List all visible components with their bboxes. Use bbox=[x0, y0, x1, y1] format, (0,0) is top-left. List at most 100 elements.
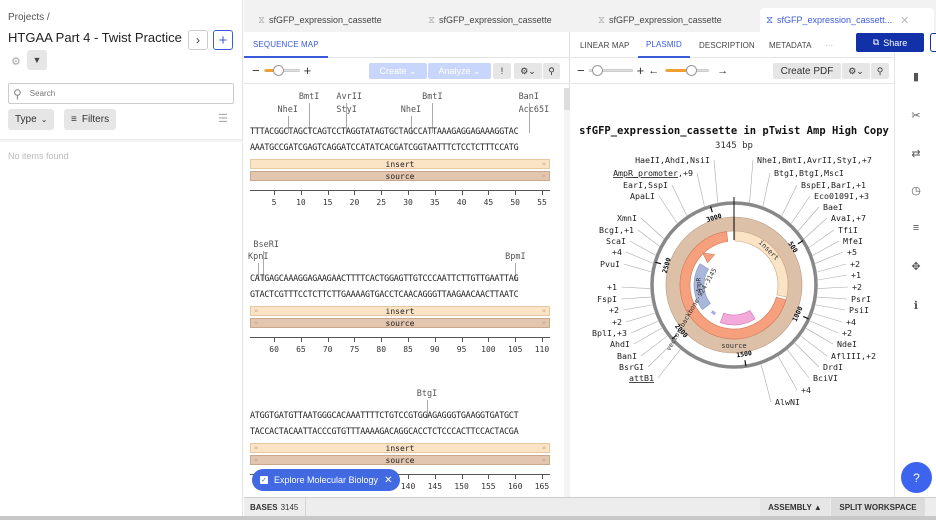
type-filter-dropdown[interactable]: Type ⌄ bbox=[8, 109, 55, 130]
project-menu-dropdown[interactable]: ▼ bbox=[27, 50, 47, 70]
chevron-down-icon: ▼ bbox=[32, 55, 42, 65]
create-pdf-button[interactable]: Create PDF bbox=[773, 63, 841, 79]
ruler-label: 40 bbox=[456, 198, 467, 207]
zoom-in-icon[interactable]: + bbox=[303, 63, 312, 78]
source-feature-bar[interactable]: source»» bbox=[250, 318, 550, 328]
tab-sequence-map[interactable]: SEQUENCE MAP bbox=[244, 32, 328, 58]
enzyme-site-label[interactable]: StyI bbox=[336, 105, 357, 115]
create-dropdown[interactable]: Create ⌄ bbox=[369, 63, 427, 79]
ruler-label: 10 bbox=[296, 198, 306, 207]
feature-label: insert bbox=[385, 306, 415, 316]
copy-button[interactable]: ❐ bbox=[930, 33, 936, 52]
close-icon[interactable]: ✕ bbox=[384, 474, 393, 486]
enzyme-site-label[interactable]: BmtI bbox=[298, 92, 320, 102]
cut-site-line bbox=[263, 251, 265, 281]
source-feature-bar[interactable]: source»» bbox=[250, 455, 550, 465]
zoom-in-icon[interactable]: + bbox=[636, 63, 645, 78]
tab-plasmid[interactable]: PLASMID bbox=[638, 32, 690, 58]
zoom-slider[interactable] bbox=[263, 65, 300, 76]
sequence-bottom-strand[interactable]: GTACTCGTTTCCTCTTCTTGAAAAGTGACCTCAACAGGGT… bbox=[250, 289, 519, 299]
chevron-down-icon: ⌄ bbox=[40, 115, 48, 124]
align-icon[interactable]: ≡ bbox=[912, 222, 920, 234]
feature-label: source bbox=[385, 455, 415, 465]
zoom-out-icon[interactable]: − bbox=[577, 63, 585, 78]
divider bbox=[0, 139, 243, 142]
enzyme-site-label[interactable]: BmtI bbox=[422, 92, 443, 102]
ruler-label: 25 bbox=[376, 198, 387, 207]
ruler-tick bbox=[515, 190, 517, 195]
help-button[interactable]: ? bbox=[901, 462, 932, 493]
ruler-tick bbox=[327, 337, 329, 342]
find-button[interactable]: ⚲ bbox=[543, 63, 560, 79]
continuation-arrow-icon: » bbox=[254, 444, 259, 452]
close-tab-icon[interactable]: ✕ bbox=[900, 14, 910, 27]
sliders-icon[interactable]: ☰ bbox=[218, 113, 228, 125]
settings-dropdown[interactable]: ⚙⌄ bbox=[842, 63, 870, 79]
split-workspace-button[interactable]: SPLIT WORKSPACE bbox=[831, 498, 925, 517]
alert-button[interactable]: ! bbox=[493, 63, 511, 79]
tab-document-2[interactable]: ⧖sfGFP_expression_cassette bbox=[428, 8, 552, 32]
sequence-bottom-strand[interactable]: AAATGCCGATCGAGTCAGGATCCATATCACGATCGGTAAT… bbox=[250, 142, 519, 152]
add-button[interactable]: + bbox=[213, 30, 233, 50]
rotation-slider[interactable] bbox=[665, 65, 710, 76]
tab-description[interactable]: DESCRIPTION bbox=[699, 40, 755, 50]
tab-linear-map[interactable]: LINEAR MAP bbox=[580, 40, 630, 50]
share-button[interactable]: ⧉Share bbox=[856, 33, 924, 52]
search-input[interactable] bbox=[29, 89, 210, 98]
more-tabs-menu[interactable]: ··· bbox=[825, 40, 834, 50]
enzyme-site-label[interactable]: BtgI bbox=[416, 389, 438, 399]
breadcrumb[interactable]: Projects / bbox=[8, 12, 50, 23]
enzyme-site-label[interactable]: BanI bbox=[518, 92, 540, 102]
zoom-slider[interactable] bbox=[588, 65, 633, 76]
rotate-right-icon[interactable]: → bbox=[717, 64, 729, 77]
cut-site-line bbox=[528, 116, 530, 133]
insert-feature-bar[interactable]: insert»» bbox=[250, 443, 550, 453]
settings-dropdown[interactable]: ⚙⌄ bbox=[514, 63, 542, 79]
sequence-scrollbar[interactable] bbox=[564, 88, 570, 497]
help-label: ? bbox=[913, 470, 920, 485]
sequence-bottom-strand[interactable]: TACCACTACAATTACCCGTGTTTAAAAGACAGGCACCTCT… bbox=[250, 426, 519, 436]
enzyme-site-label[interactable]: KpnI bbox=[248, 252, 269, 262]
sequence-block[interactable]: BseRI KpnI BpmI CATGAGCAAAGGAGAAGAACTTTTCAC… bbox=[248, 230, 555, 360]
sequence-block[interactable]: BtgI ATGGTGATGTTAATGGGCACAAATTTTCTGTCCGTG… bbox=[250, 372, 555, 502]
expand-button[interactable]: › bbox=[188, 30, 208, 50]
tab-document-1[interactable]: ⧖sfGFP_expression_cassette bbox=[258, 8, 382, 32]
zoom-out-icon[interactable]: − bbox=[252, 63, 260, 78]
tab-document-4[interactable]: ⧖sfGFP_expression_cassett...✕ bbox=[760, 8, 934, 32]
info-icon[interactable]: ℹ bbox=[913, 300, 919, 312]
history-icon[interactable]: ◷ bbox=[911, 185, 921, 197]
gear-icon[interactable]: ⚙ bbox=[11, 56, 21, 68]
search-icon: ⚲ bbox=[13, 86, 22, 101]
scissors-icon[interactable]: ✂ bbox=[911, 110, 921, 122]
swap-icon[interactable]: ⇄ bbox=[911, 148, 921, 160]
enzyme-site-label[interactable]: NheI bbox=[277, 105, 298, 115]
enzyme-site-label[interactable]: BpmI bbox=[505, 252, 526, 262]
insert-feature-bar[interactable]: insert» bbox=[250, 159, 550, 169]
sequence-top-strand[interactable]: ATGGTGATGTTAATGGGCACAAATTTTCTGTCCGTGGAGA… bbox=[250, 410, 519, 420]
assembly-button[interactable]: ASSEMBLY ▲ bbox=[760, 498, 830, 517]
source-feature-bar[interactable]: source» bbox=[250, 171, 550, 181]
enzyme-site-label[interactable]: NheI bbox=[400, 105, 422, 115]
find-button[interactable]: ⚲ bbox=[871, 63, 889, 79]
ruler-label: 165 bbox=[534, 482, 550, 491]
ruler-tick bbox=[434, 190, 436, 195]
tab-metadata[interactable]: METADATA bbox=[769, 40, 812, 50]
cut-site-line bbox=[287, 116, 289, 133]
enzyme-site-label[interactable]: Acc65I bbox=[518, 105, 550, 115]
hourglass-icon: ⧖ bbox=[258, 14, 266, 26]
sequence-top-strand[interactable]: TTTACGGCTAGCTCAGTCCTAGGTATAGTGCTAGCCATTA… bbox=[250, 126, 519, 136]
tab-document-3[interactable]: ⧖sfGFP_expression_cassette bbox=[598, 8, 722, 32]
insert-feature-bar[interactable]: insert»» bbox=[250, 306, 550, 316]
filters-button[interactable]: ≡ Filters bbox=[64, 109, 117, 130]
search-box[interactable]: ⚲ bbox=[8, 83, 234, 104]
rotate-left-icon[interactable]: ← bbox=[648, 64, 660, 77]
analyze-dropdown[interactable]: Analyze ⌄ bbox=[428, 63, 491, 79]
move-icon[interactable]: ✥ bbox=[911, 261, 921, 273]
sequence-top-strand[interactable]: CATGAGCAAAGGAGAAGAACTTTTCACTGGAGTTGTCCCA… bbox=[250, 273, 519, 283]
plasmid-pane: LINEAR MAP PLASMID DESCRIPTION METADATA … bbox=[571, 32, 936, 497]
bookmark-icon[interactable]: ▮ bbox=[912, 71, 920, 83]
explore-molecular-biology-chip[interactable]: ✓ Explore Molecular Biology ✕ bbox=[252, 469, 401, 491]
enzyme-site-label[interactable]: AvrII bbox=[336, 92, 363, 102]
enzyme-site-label[interactable]: BseRI bbox=[253, 240, 279, 250]
